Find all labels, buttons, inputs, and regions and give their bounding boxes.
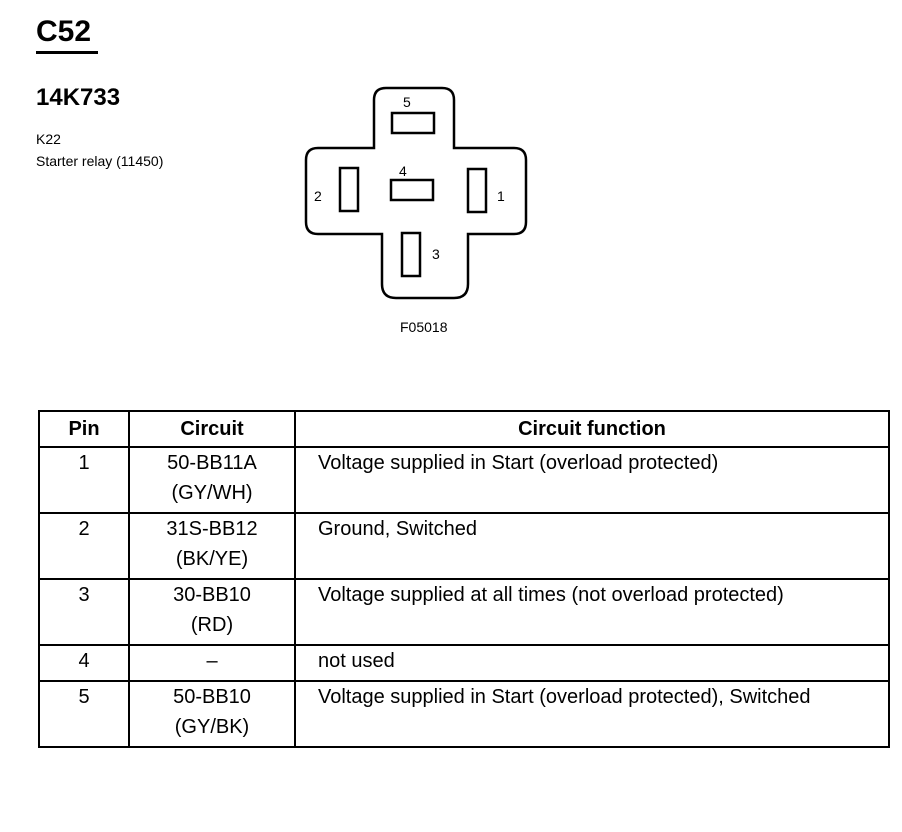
- pin-4-slot: [389, 178, 435, 202]
- pin-cell: 3: [38, 578, 130, 646]
- function-cell: Voltage supplied in Start (overload prot…: [294, 680, 890, 748]
- circuit-color: (GY/WH): [171, 482, 253, 504]
- function-cell: not used: [294, 644, 890, 682]
- circuit-code: 50-BB10: [173, 686, 251, 708]
- table-row: 2 31S-BB12 (BK/YE) Ground, Switched: [38, 512, 890, 580]
- pin-1-label: 1: [497, 188, 505, 204]
- connector-code: C52: [36, 15, 92, 48]
- pin-cell: 2: [38, 512, 130, 580]
- circuit-code: 30-BB10: [173, 584, 251, 606]
- circuit-code: –: [206, 650, 218, 672]
- circuit-color: (GY/BK): [174, 716, 250, 738]
- circuit-cell: 31S-BB12 (BK/YE): [128, 512, 296, 580]
- header-pin: Pin: [38, 410, 130, 448]
- pin-2-label: 2: [314, 188, 322, 204]
- pin-4-label: 4: [399, 163, 407, 179]
- table-header-row: Pin Circuit Circuit function: [38, 410, 890, 448]
- connector-outline: [304, 86, 528, 300]
- circuit-cell: 50-BB10 (GY/BK): [128, 680, 296, 748]
- circuit-cell: 50-BB11A (GY/WH): [128, 446, 296, 514]
- component-id: K22: [36, 131, 61, 147]
- connector-face-svg: 5 4 2 1 3 F05018: [304, 86, 528, 335]
- header-circuit-function: Circuit function: [294, 410, 890, 448]
- function-cell: Voltage supplied in Start (overload prot…: [294, 446, 890, 514]
- pin-table: Pin Circuit Circuit function 1 50-BB11A …: [38, 410, 890, 748]
- circuit-code: 50-BB11A: [167, 452, 257, 474]
- pin-1-slot: [466, 167, 488, 214]
- circuit-cell: –: [128, 644, 296, 682]
- pin-cell: 1: [38, 446, 130, 514]
- connector-code-underline: [36, 51, 98, 54]
- figure-id: F05018: [400, 319, 448, 335]
- pin-3-slot: [400, 231, 422, 278]
- circuit-code: 31S-BB12: [166, 518, 258, 540]
- table-row: 3 30-BB10 (RD) Voltage supplied at all t…: [38, 578, 890, 646]
- circuit-color: (RD): [190, 614, 234, 636]
- part-number: 14K733: [36, 84, 121, 111]
- pin-cell: 5: [38, 680, 130, 748]
- pin-5-label: 5: [403, 94, 411, 110]
- pin-2-slot: [338, 166, 360, 213]
- component-name: Starter relay (11450): [36, 153, 164, 169]
- pin-3-label: 3: [432, 246, 440, 262]
- table-row: 5 50-BB10 (GY/BK) Voltage supplied in St…: [38, 680, 890, 748]
- function-cell: Ground, Switched: [294, 512, 890, 580]
- table-row: 4 – not used: [38, 644, 890, 682]
- pin-cell: 4: [38, 644, 130, 682]
- connector-face-diagram: 5 4 2 1 3 F05018: [296, 82, 542, 344]
- header-circuit: Circuit: [128, 410, 296, 448]
- table-row: 1 50-BB11A (GY/WH) Voltage supplied in S…: [38, 446, 890, 514]
- circuit-color: (BK/YE): [175, 548, 249, 570]
- pin-5-slot: [390, 111, 436, 135]
- function-cell: Voltage supplied at all times (not overl…: [294, 578, 890, 646]
- circuit-cell: 30-BB10 (RD): [128, 578, 296, 646]
